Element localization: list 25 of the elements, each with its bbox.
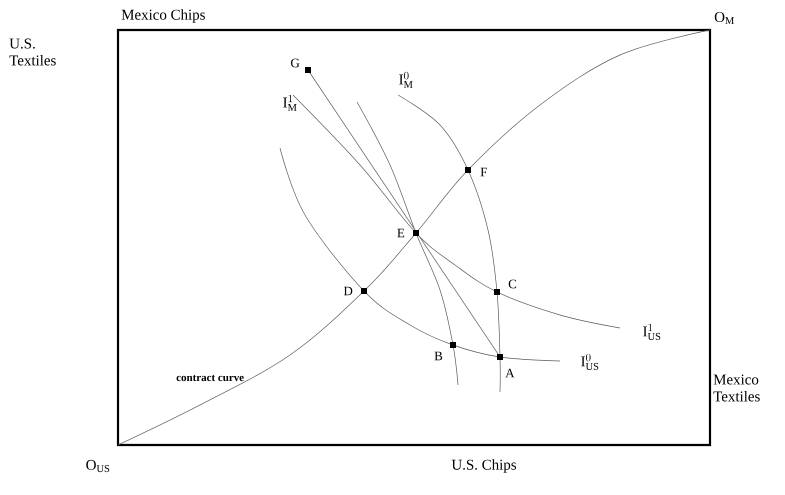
curve-label: contract curve bbox=[176, 374, 244, 382]
curve-label: $\mathrm{I}_{\mathrm{M}}^{1}$ bbox=[283, 94, 297, 111]
curve-label: $\mathrm{I}_{\mathrm{US}}^{1}$ bbox=[643, 324, 660, 340]
curve-label: $\mathrm{I}_{\mathrm{US}}^{0}$ bbox=[581, 354, 598, 370]
point-label: A bbox=[505, 368, 514, 378]
point-marker bbox=[494, 289, 500, 295]
point-label: E bbox=[397, 228, 404, 238]
point-label: G bbox=[291, 58, 300, 68]
axis-label: Mexico Textiles bbox=[713, 374, 760, 402]
point-marker bbox=[361, 288, 367, 294]
point-label: F bbox=[480, 168, 487, 176]
point-label: D bbox=[344, 286, 352, 296]
axis-label: Mexico Chips bbox=[122, 9, 205, 23]
curve-label: $\mathrm{O}_{\mathrm{US}}$ bbox=[86, 460, 110, 472]
axis-label: U.S. Textiles bbox=[9, 38, 56, 66]
curve-label: $\mathrm{I}_{\mathrm{M}}^{0}$ bbox=[399, 72, 413, 88]
axis-label: U.S. Chips bbox=[452, 459, 516, 473]
point-label: B bbox=[434, 352, 442, 360]
point-marker bbox=[305, 67, 311, 73]
point-marker bbox=[497, 354, 503, 360]
point-marker bbox=[413, 230, 419, 236]
point-marker bbox=[450, 342, 456, 348]
point-label: C bbox=[508, 280, 516, 288]
point-marker bbox=[465, 167, 471, 173]
curve-label: $\mathrm{O}_{\mathrm{M}}$ bbox=[714, 12, 734, 24]
